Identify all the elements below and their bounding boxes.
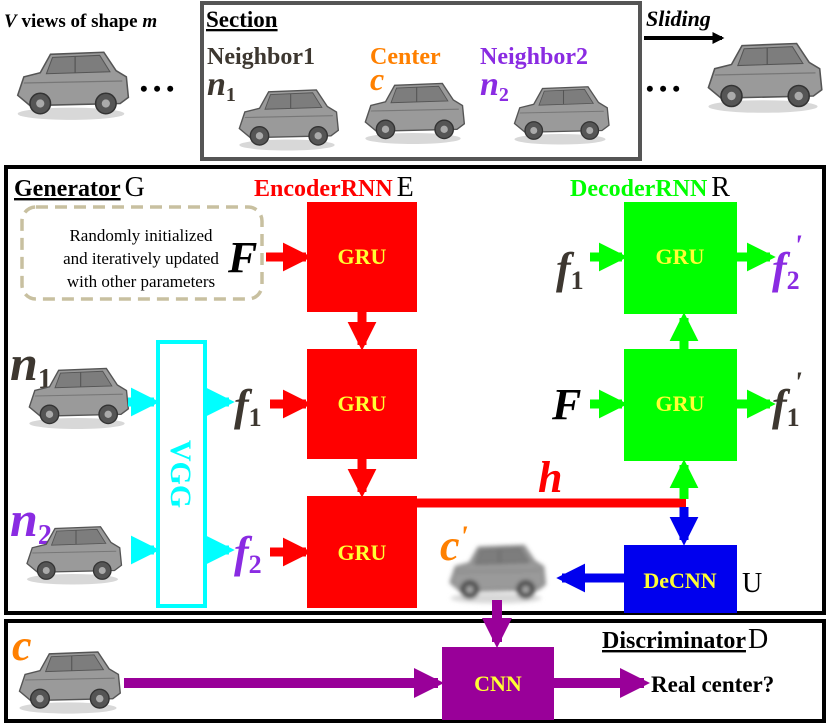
car-render-icon	[238, 89, 340, 152]
decoder-gru-1	[624, 202, 737, 314]
encoder-gru-2	[307, 349, 417, 459]
discriminator-frame	[4, 619, 826, 723]
encoder-f2-label: f2	[234, 528, 262, 579]
init-note-line-2: and iteratively updated	[63, 249, 219, 268]
c-prime-label: c'	[440, 520, 468, 570]
neighbor2-title: Neighbor2	[480, 44, 588, 70]
hidden-label: h	[538, 453, 562, 502]
sliding-label: Sliding	[646, 6, 711, 31]
cnn-label: CNN	[474, 671, 522, 696]
decoder-F-label: F	[551, 380, 581, 429]
decoder-f2-prime-label: f2'	[772, 229, 802, 295]
decoder-f1-input-label: f1	[556, 244, 584, 295]
section-box	[200, 1, 642, 161]
decnn-block	[624, 545, 737, 613]
encoder-gru-2-label: GRU	[338, 391, 387, 416]
car-render-icon	[449, 545, 546, 605]
generator-frame	[4, 165, 826, 615]
encoder-f1-label: f1	[234, 381, 262, 432]
center-title: Center	[370, 44, 441, 70]
decnn-letter: U	[742, 568, 762, 599]
vgg-block	[156, 340, 207, 608]
car-render-icon	[16, 51, 130, 121]
car-render-icon	[707, 42, 823, 114]
decoder-f1-prime-label: f1'	[772, 366, 802, 432]
encoder-gru-3-label: GRU	[338, 540, 387, 565]
init-note-box	[20, 205, 264, 301]
generator-n2-label: n2	[10, 491, 52, 551]
discriminator-output: Real center?	[651, 672, 774, 697]
generator-n1-label: n1	[10, 335, 52, 395]
init-note-line-1: Randomly initialized	[69, 226, 213, 245]
cnn-block	[442, 647, 554, 720]
discriminator-c-label: c	[12, 621, 32, 670]
section-title: Section	[206, 7, 278, 32]
neighbor1-title: Neighbor1	[207, 44, 315, 70]
decoder-gru-2	[624, 349, 737, 461]
encoder-gru-1	[307, 202, 417, 312]
init-note-line-3: with other parameters	[67, 272, 215, 291]
center-symbol: c	[370, 61, 384, 97]
decnn-label: DeCNN	[643, 568, 716, 593]
vgg-label: VGG	[164, 440, 197, 508]
discriminator-title: DiscriminatorD	[602, 624, 768, 655]
encoder-F-label: F	[227, 233, 257, 282]
decoder-gru-1-label: GRU	[656, 244, 705, 269]
encoder-gru-1-label: GRU	[338, 244, 387, 269]
car-render-icon	[513, 86, 610, 146]
ellipsis-left: • • •	[140, 76, 174, 101]
ellipsis-right: • • •	[646, 76, 680, 101]
neighbor1-symbol: n1	[207, 66, 236, 106]
neighbor2-symbol: n2	[480, 66, 509, 106]
decoder-gru-2-label: GRU	[656, 391, 705, 416]
car-render-icon	[18, 651, 122, 715]
encoder-gru-3	[307, 496, 417, 608]
views-label: V views of shape m	[4, 11, 157, 32]
